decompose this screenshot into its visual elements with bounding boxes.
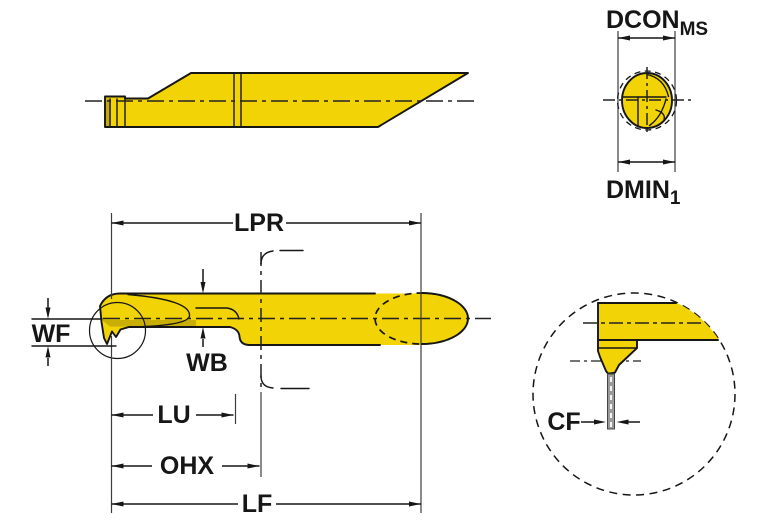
- side-view: [85, 72, 479, 128]
- dmin-arrow-right: [663, 159, 675, 165]
- cf-arrow-right: [616, 419, 629, 425]
- detail-tip-bottom: [607, 371, 616, 375]
- ohx-arrow-right: [247, 463, 260, 469]
- detail-right-profile: [614, 339, 638, 374]
- wf-label: WF: [32, 320, 71, 348]
- wb-arrow-top: [200, 282, 206, 294]
- ohx-label: OHX: [160, 452, 215, 480]
- side-view-head-shade: [106, 98, 111, 127]
- detail-blade: [607, 373, 615, 430]
- profile-view: LPR WF WB LU OHX LF: [31, 209, 491, 518]
- break-line-hook-top: [260, 250, 274, 265]
- lpr-label: LPR: [234, 209, 284, 237]
- detail-left-edge: [597, 302, 609, 375]
- profile-head-shade: [102, 320, 196, 327]
- end-view-flute-arc-3: [655, 109, 666, 121]
- end-view-flute-arc-2: [648, 98, 667, 127]
- lu-label: LU: [157, 401, 190, 429]
- end-view: DCONMS DMIN1: [603, 6, 708, 209]
- tip-detail-circle: [88, 301, 147, 360]
- wb-arrow-bottom: [200, 327, 206, 339]
- profile-insert-pocket-curve: [127, 293, 191, 328]
- lf-arrow-left: [111, 501, 124, 507]
- wf-arrow-bottom: [45, 346, 51, 358]
- dmin-arrow-left: [618, 159, 630, 165]
- end-view-flute-arc-1: [646, 73, 670, 98]
- cf-arrow-left: [594, 419, 606, 425]
- profile-outline: [99, 292, 381, 346]
- dcon-arrow-right: [663, 35, 675, 41]
- lpr-arrow-right: [409, 220, 421, 226]
- break-line-hook-bottom: [260, 375, 274, 389]
- lu-arrow-left: [111, 412, 124, 418]
- wb-label: WB: [186, 349, 228, 377]
- profile-grind-line: [195, 307, 240, 320]
- cf-label: CF: [547, 408, 580, 436]
- side-view-body: [105, 73, 468, 127]
- lpr-arrow-left: [111, 220, 124, 226]
- dmin-label: DMIN1: [606, 176, 681, 209]
- dcon-label: DCONMS: [606, 6, 708, 40]
- wf-arrow-top: [45, 307, 51, 319]
- dcon-arrow-left: [618, 35, 630, 41]
- ohx-arrow-left: [111, 463, 124, 469]
- detail-view-circle: [532, 292, 736, 496]
- lf-label: LF: [242, 490, 273, 518]
- detail-view: CF: [532, 292, 736, 496]
- lf-arrow-right: [409, 501, 421, 507]
- lu-arrow-right: [221, 412, 234, 418]
- detail-body: [598, 303, 719, 340]
